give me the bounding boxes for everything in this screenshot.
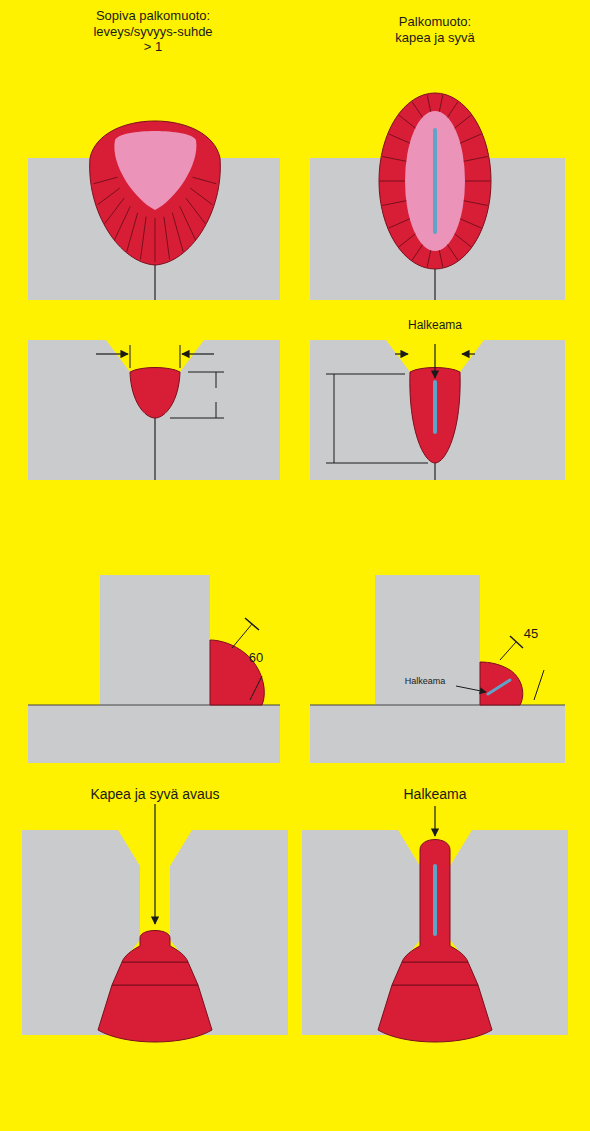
grain-stroke — [180, 206, 196, 239]
grain-stroke — [455, 234, 471, 247]
figure-label: Palkomuoto: kapea ja syvä — [380, 14, 490, 45]
grain-stroke — [427, 250, 431, 267]
narrow-opening-good — [22, 804, 288, 1042]
grain-stroke — [412, 245, 422, 260]
grain-stroke — [439, 95, 443, 112]
figure-label: Halkeama — [395, 676, 455, 687]
grain-stroke — [98, 188, 120, 205]
figure-label: Halkeama — [390, 786, 480, 803]
groove-deep-bead — [310, 340, 565, 480]
grain-stroke — [186, 198, 205, 224]
grain-stroke — [439, 250, 443, 267]
grain-stroke — [447, 102, 457, 117]
grain-stroke — [447, 245, 457, 260]
grain-stroke — [380, 181, 405, 182]
wide-bead-joint — [28, 121, 280, 300]
grain-stroke — [389, 134, 410, 143]
grain-stroke — [193, 177, 217, 184]
crack — [433, 130, 437, 232]
grain-stroke — [464, 156, 488, 161]
grain-stroke — [427, 95, 431, 112]
grain-stroke — [164, 217, 170, 260]
figure-label: Sopiva palkomuoto: leveys/syvyys-suhde >… — [89, 8, 217, 55]
grain-stroke — [460, 134, 481, 143]
crack — [433, 382, 437, 432]
grain-stroke — [382, 201, 406, 206]
grain-stroke — [127, 213, 138, 252]
grain-stroke — [94, 177, 118, 184]
grain-stroke — [455, 115, 471, 128]
figure-label: Kapea ja syvä avaus — [70, 786, 240, 803]
grain-stroke — [105, 198, 124, 224]
grain-stroke — [389, 219, 410, 228]
fillet-good — [28, 575, 280, 763]
grain-stroke — [382, 156, 406, 161]
narrow-bead-joint — [310, 93, 565, 300]
grain-stroke — [460, 219, 481, 228]
groove-shallow-bead — [28, 340, 280, 480]
grain-stroke — [155, 218, 156, 262]
grain-stroke — [412, 102, 422, 117]
grain-stroke — [190, 188, 212, 205]
grain-stroke — [172, 213, 183, 252]
crack — [488, 680, 510, 694]
narrow-opening-cracked — [302, 806, 568, 1042]
grain-stroke — [399, 234, 415, 247]
figure-label: Halkeama — [390, 318, 480, 332]
grain-stroke — [464, 201, 488, 206]
figure-label: 60 — [244, 650, 268, 666]
grain-stroke — [140, 217, 146, 260]
figure-label: 45 — [519, 626, 543, 642]
grain-stroke — [465, 181, 490, 182]
grain-stroke — [399, 115, 415, 128]
fillet-cracked — [310, 575, 565, 763]
grain-stroke — [115, 206, 131, 239]
